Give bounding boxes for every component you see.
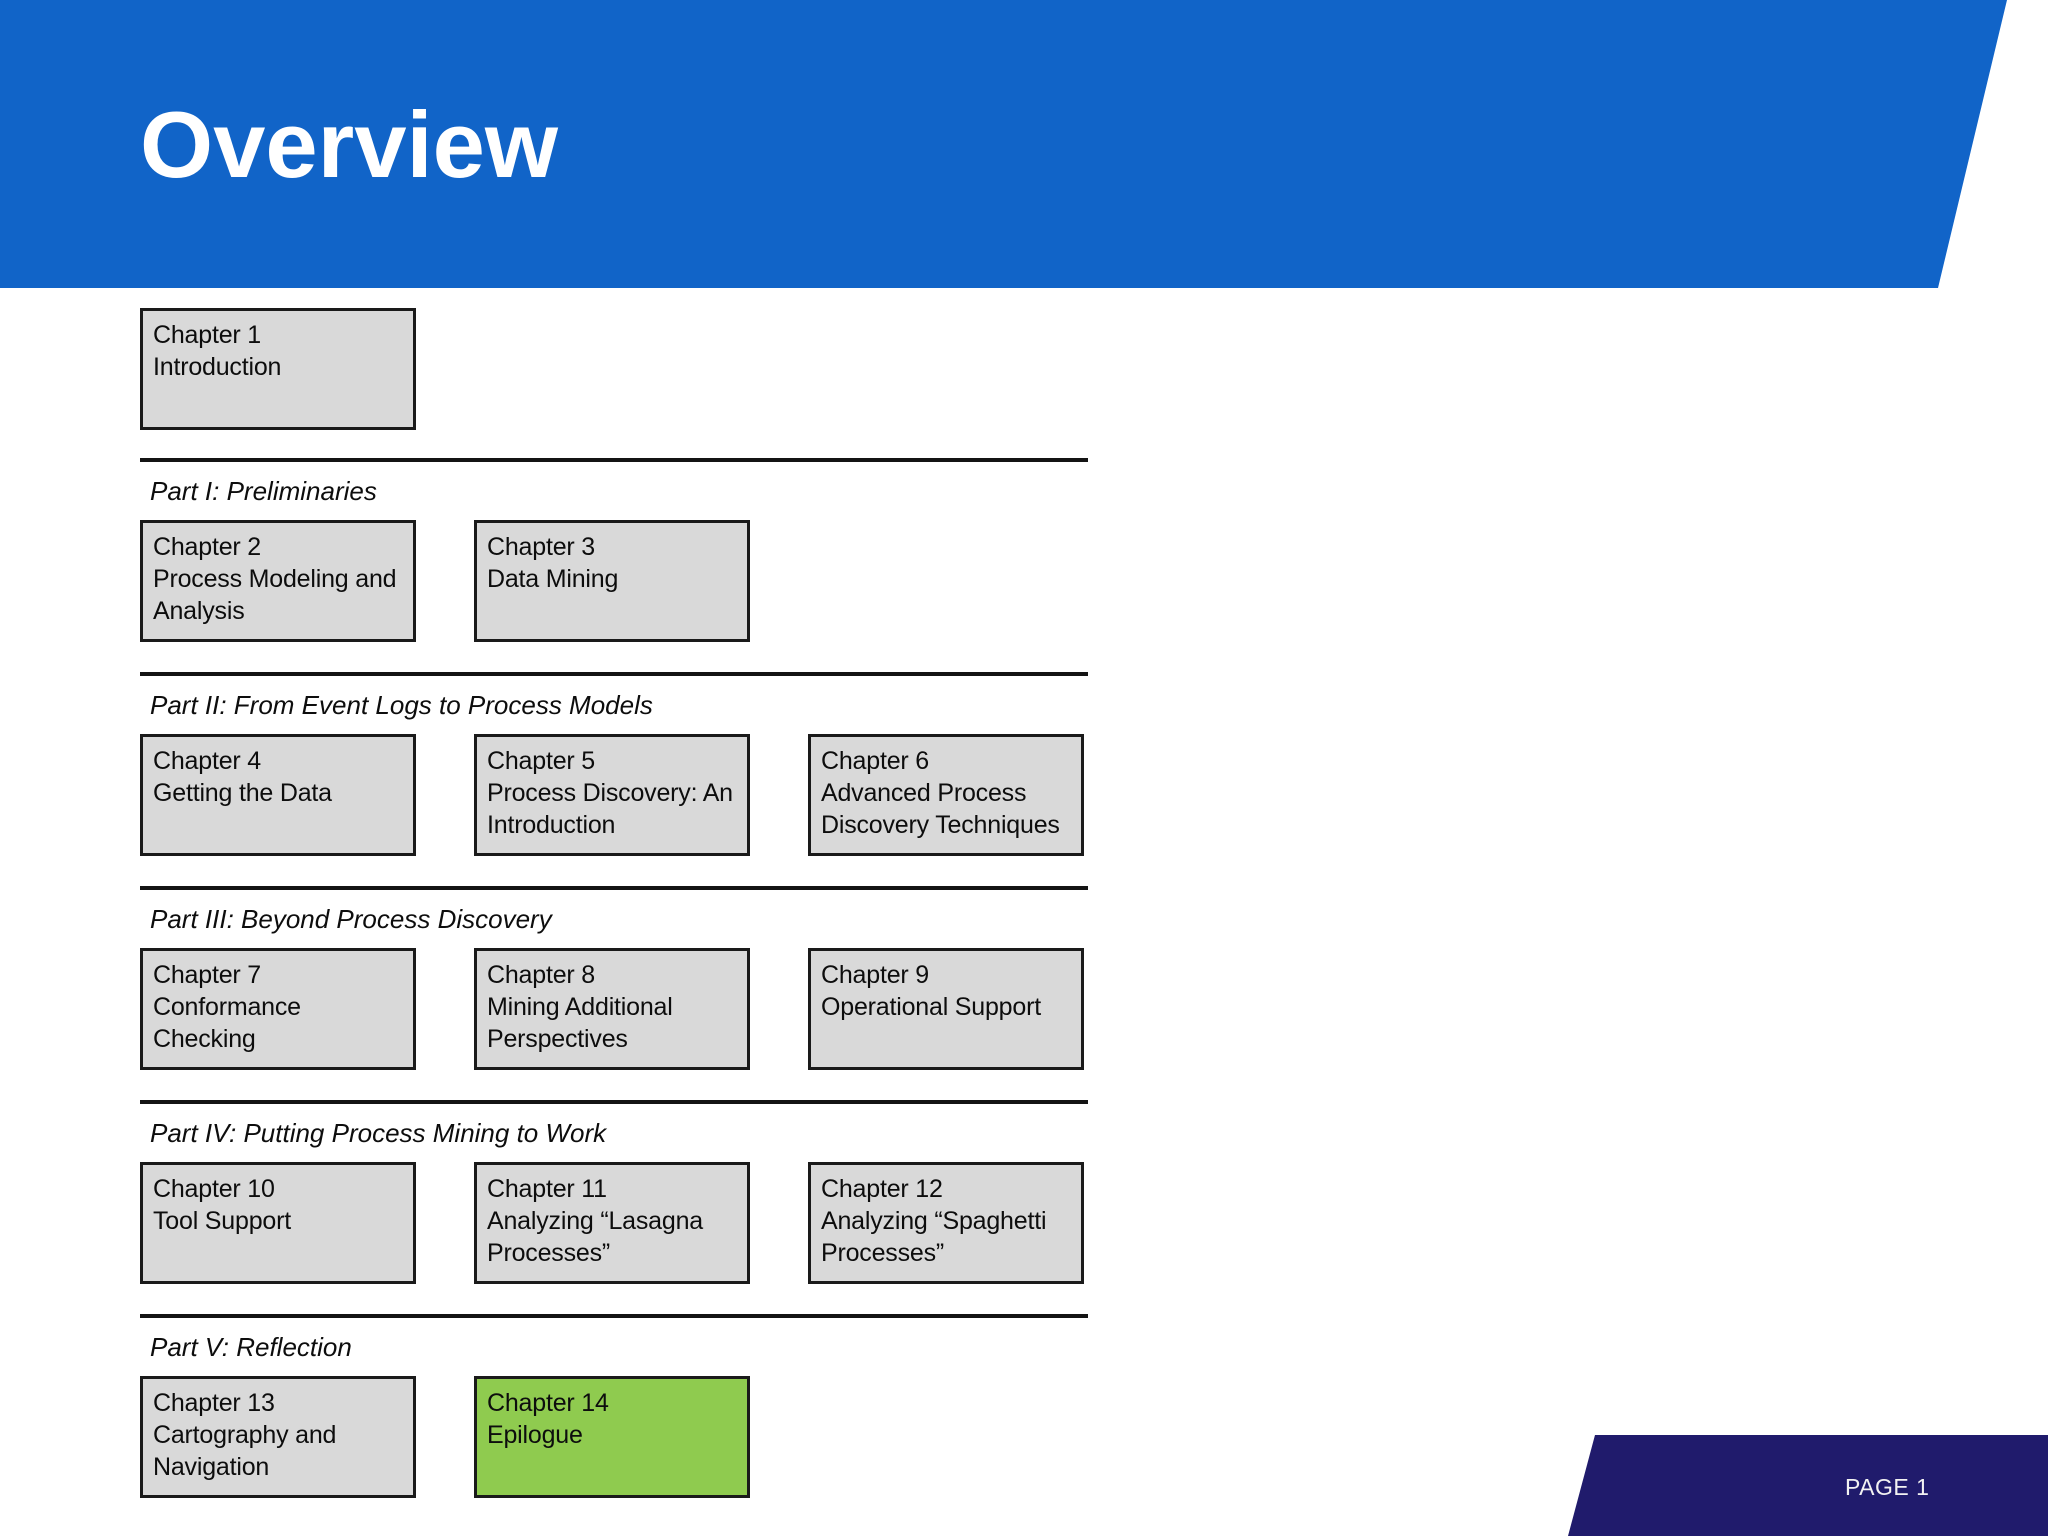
chapter-box-7: Chapter 7 Conformance Checking [140,948,416,1070]
part-separator-line [140,1314,1088,1318]
chapter-number: Chapter 7 [153,961,261,989]
chapter-number: Chapter 4 [153,747,261,775]
part-separator-line [140,672,1088,676]
chapter-number: Chapter 10 [153,1175,275,1203]
part-label: Part IV: Putting Process Mining to Work [150,1118,607,1148]
header-banner: Overview [0,0,2007,288]
part-label: Part I: Preliminaries [150,476,377,506]
part-separator-line [140,886,1088,890]
chapter-title: Getting the Data [153,779,332,807]
page-number: PAGE 1 [1845,1474,1930,1500]
chapter-box-5: Chapter 5 Process Discovery: An Introduct… [474,734,750,856]
chapter-title: Process Modeling and Analysis [153,565,397,625]
chapter-number: Chapter 13 [153,1389,275,1417]
chapter-number: Chapter 6 [821,747,929,775]
chapter-box-6: Chapter 6 Advanced Process Discovery Tech… [808,734,1084,856]
chapter-number: Chapter 3 [487,533,595,561]
chapter-box-3: Chapter 3 Data Mining [474,520,750,642]
chapter-box-11: Chapter 11 Analyzing “Lasagna Processes” [474,1162,750,1284]
chapter-title: Operational Support [821,993,1041,1021]
chapter-title: Introduction [153,353,282,381]
part-label: Part V: Reflection [150,1332,352,1362]
chapter-number: Chapter 2 [153,533,261,561]
part-separator-line [140,458,1088,462]
chapter-number: Chapter 8 [487,961,595,989]
chapter-box-13: Chapter 13 Cartography and Navigation [140,1376,416,1498]
chapter-title: Tool Support [153,1207,291,1235]
chapter-title: Mining Additional Perspectives [487,993,673,1053]
chapter-title: Epilogue [487,1421,583,1449]
chapter-title: Analyzing “Spaghetti Processes” [821,1207,1047,1267]
chapter-box-1: Chapter 1 Introduction [140,308,416,430]
chapter-title: Advanced Process Discovery Techniques [821,779,1060,839]
chapter-box-10: Chapter 10 Tool Support [140,1162,416,1284]
chapter-number: Chapter 11 [487,1175,607,1203]
chapter-title: Cartography and Navigation [153,1421,337,1481]
chapter-number: Chapter 12 [821,1175,943,1203]
chapter-title: Process Discovery: An Introduction [487,779,733,839]
chapter-title: Analyzing “Lasagna Processes” [487,1207,703,1267]
chapter-title: Data Mining [487,565,619,593]
part-label: Part II: From Event Logs to Process Mode… [150,690,653,720]
part-label: Part III: Beyond Process Discovery [150,904,552,934]
chapter-box-9: Chapter 9 Operational Support [808,948,1084,1070]
chapter-number: Chapter 1 [153,321,261,349]
chapter-box-4: Chapter 4 Getting the Data [140,734,416,856]
chapter-box-8: Chapter 8 Mining Additional Perspectives [474,948,750,1070]
part-separator-line [140,1100,1088,1104]
footer-banner [1568,1435,2048,1536]
chapter-box-14: Chapter 14 Epilogue [474,1376,750,1498]
chapter-number: Chapter 14 [487,1389,609,1417]
chapter-number: Chapter 5 [487,747,595,775]
chapter-box-12: Chapter 12 Analyzing “Spaghetti Processes… [808,1162,1084,1284]
chapter-box-2: Chapter 2 Process Modeling and Analysis [140,520,416,642]
page-title: Overview [140,92,559,197]
chapter-number: Chapter 9 [821,961,929,989]
chapter-title: Conformance Checking [153,993,301,1053]
